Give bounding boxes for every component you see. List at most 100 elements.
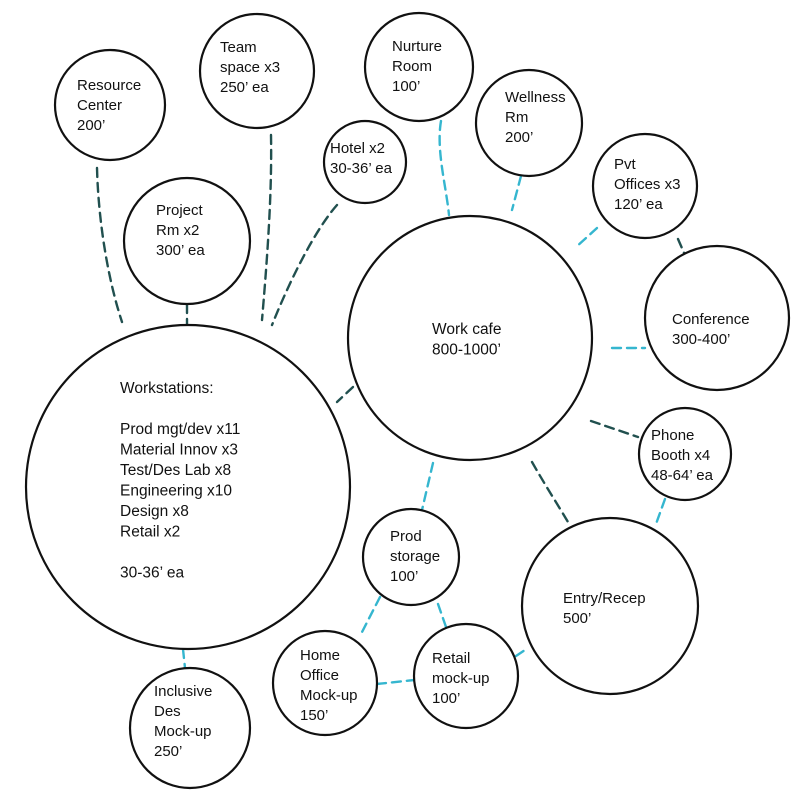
bubble-label-line: 30-36’ ea [330,160,393,177]
link-workstations-team-space [260,133,273,322]
bubble-label-line: Offices x3 [614,176,680,193]
bubble-label-line: Material Innov x3 [120,442,238,459]
bubble-label-line: 48-64’ ea [651,467,714,484]
bubble-label-line: Project [156,202,204,219]
bubble-label-line: Home [300,647,340,664]
bubble-label-line: 200’ [77,117,105,134]
bubble-label-line: Rm x2 [156,222,199,239]
bubble-label-line: Center [77,97,122,114]
bubble-circle [643,244,791,392]
bubble-project-rm: Project Rm x2 300’ ea [122,176,252,306]
bubble-circle [412,622,520,730]
bubble-label: Work cafe 800-1000’ [432,321,502,359]
bubble-circle [128,666,252,790]
bubble-label-line: storage [390,548,440,565]
link-retail-mockup-entry-recep [514,646,530,658]
bubble-circle [474,68,584,178]
bubble-label-line: Prod [390,528,422,545]
bubble-label-line: Room [392,58,432,75]
bubble-label-line: 800-1000’ [432,342,501,359]
bubble-circle [520,516,700,696]
bubble-label-line: Rm [505,109,528,126]
bubble-label-line: Test/Des Lab x8 [120,462,231,479]
bubble-circle [591,132,699,240]
bubble-label-line: Hotel x2 [330,140,385,157]
bubble-label-line: Office [300,667,339,684]
bubble-label-line: Design x8 [120,503,189,520]
bubble-label-line: Phone [651,427,694,444]
bubble-circle [346,214,594,462]
bubble-label-line: Nurture [392,38,442,55]
link-home-office-retail-mockup [375,678,416,686]
bubble-label-line: Mock-up [300,687,358,704]
bubble-label-line: 250’ [154,743,182,760]
link-workstations-resource-center [95,166,124,324]
bubble-label-line: 300’ ea [156,242,205,259]
link-work-cafe-wellness-rm [510,174,523,212]
bubble-label-line: Team [220,39,257,56]
bubble-label-line: mock-up [432,670,490,687]
bubble-label-line: Mock-up [154,723,212,740]
bubble-circle [637,406,733,502]
link-work-cafe-entry-recep [530,460,570,524]
link-work-cafe-prod-storage [420,461,435,512]
bubble-label-line: Inclusive [154,683,212,700]
bubble-label-line: Wellness [505,89,566,106]
link-work-cafe-phone-booth [589,419,640,439]
bubble-circle [363,11,475,123]
bubble-label-line: 30-36’ ea [120,565,184,582]
bubble-label-line: Work cafe [432,321,502,338]
bubble-label-line: 300-400’ [672,331,730,348]
bubble-label-line: 100’ [392,78,420,95]
link-work-cafe-nurture-room [438,119,451,217]
bubble-circle [271,629,379,737]
bubble-label-line: Entry/Recep [563,590,646,607]
link-phone-booth-entry-recep [654,497,667,526]
bubble-circle [198,12,316,130]
link-prod-storage-retail-mockup [436,602,448,629]
bubble-circle [122,176,252,306]
bubble-circle [361,507,461,607]
bubble-circle [322,119,408,205]
bubble-circle [24,323,352,651]
bubble-label-line: Workstations: [120,380,214,397]
link-workstations-hotel [270,203,339,327]
link-workstations-inclusive-des [181,647,187,670]
bubble-label-line: Retail x2 [120,524,180,541]
bubble-label-line: Pvt [614,156,637,173]
bubble-label-line: 150’ [300,707,328,724]
bubble-label-line: 100’ [432,690,460,707]
bubble-label-line: space x3 [220,59,280,76]
bubble-label-line: Booth x4 [651,447,710,464]
bubble-label-line: Resource [77,77,141,94]
bubble-label-line: 200’ [505,129,533,146]
link-work-cafe-pvt-offices [573,226,599,250]
bubble-circle [53,48,167,162]
bubble-label-line: 120’ ea [614,196,663,213]
bubble-hotel: Hotel x2 30-36’ ea [322,119,408,205]
bubble-label: Hotel x2 30-36’ ea [330,140,393,177]
